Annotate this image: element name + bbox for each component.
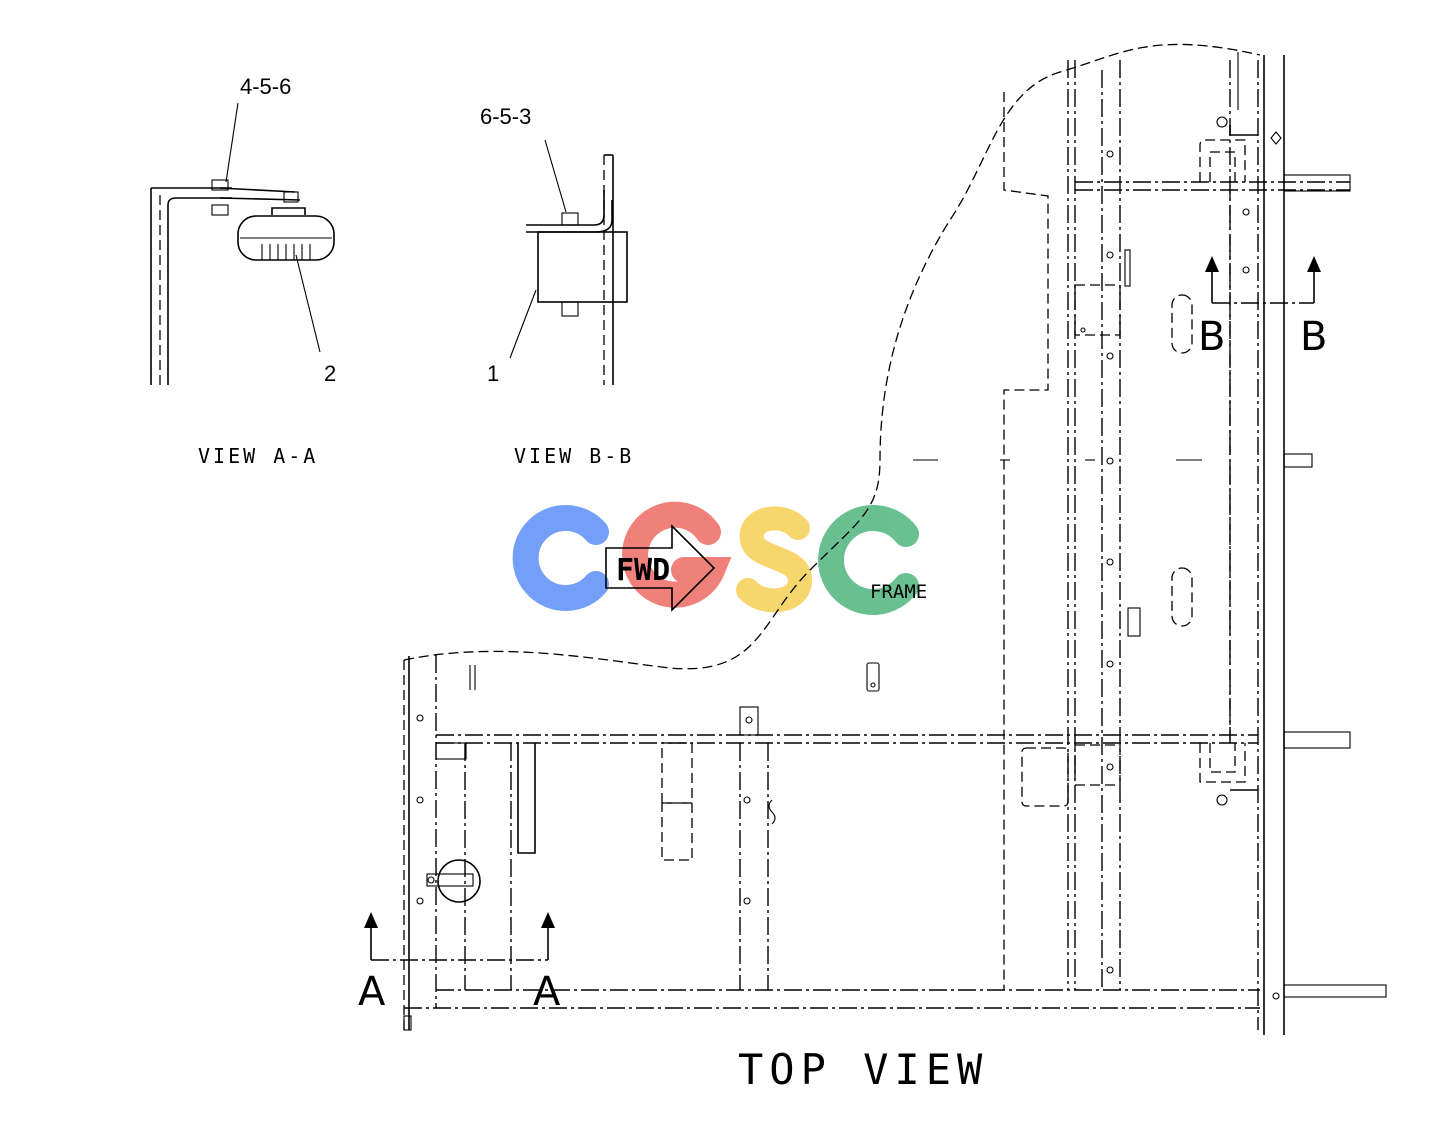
callout-aa-bottom: 2 xyxy=(324,361,336,386)
frame-label: FRAME xyxy=(870,581,927,603)
view-a-a-label: VIEW A-A xyxy=(198,444,318,468)
top-view-title: TOP VIEW xyxy=(738,1045,988,1094)
view-b-b-detail: 6-5-3 1 VIEW B-B xyxy=(480,104,634,468)
horn-grille xyxy=(261,244,311,260)
section-marker-b: B B xyxy=(1198,256,1327,360)
section-b-right: B xyxy=(1300,314,1327,360)
cgsc-watermark xyxy=(512,501,919,615)
fuel-cap xyxy=(426,859,481,903)
watermark-g xyxy=(622,501,732,608)
watermark-s xyxy=(736,506,813,613)
view-b-b-label: VIEW B-B xyxy=(514,444,634,468)
callout-bb-top: 6-5-3 xyxy=(480,104,531,129)
section-b-left: B xyxy=(1198,314,1225,360)
section-a-left: A xyxy=(358,969,386,1015)
section-a-right: A xyxy=(533,969,561,1015)
rail-holes xyxy=(1080,150,1114,974)
callout-bb-bottom: 1 xyxy=(487,361,499,386)
section-marker-a: A A xyxy=(358,912,561,1015)
fwd-arrow: FWD xyxy=(605,524,716,612)
top-view-frame: FWD FRAME xyxy=(403,43,1387,1035)
view-a-a-detail: 4-5-6 2 VIEW A-A xyxy=(150,74,336,468)
watermark-c2 xyxy=(818,505,919,615)
fwd-label: FWD xyxy=(616,553,670,588)
watermark-c1 xyxy=(512,505,609,611)
callout-aa-top: 4-5-6 xyxy=(240,74,291,99)
